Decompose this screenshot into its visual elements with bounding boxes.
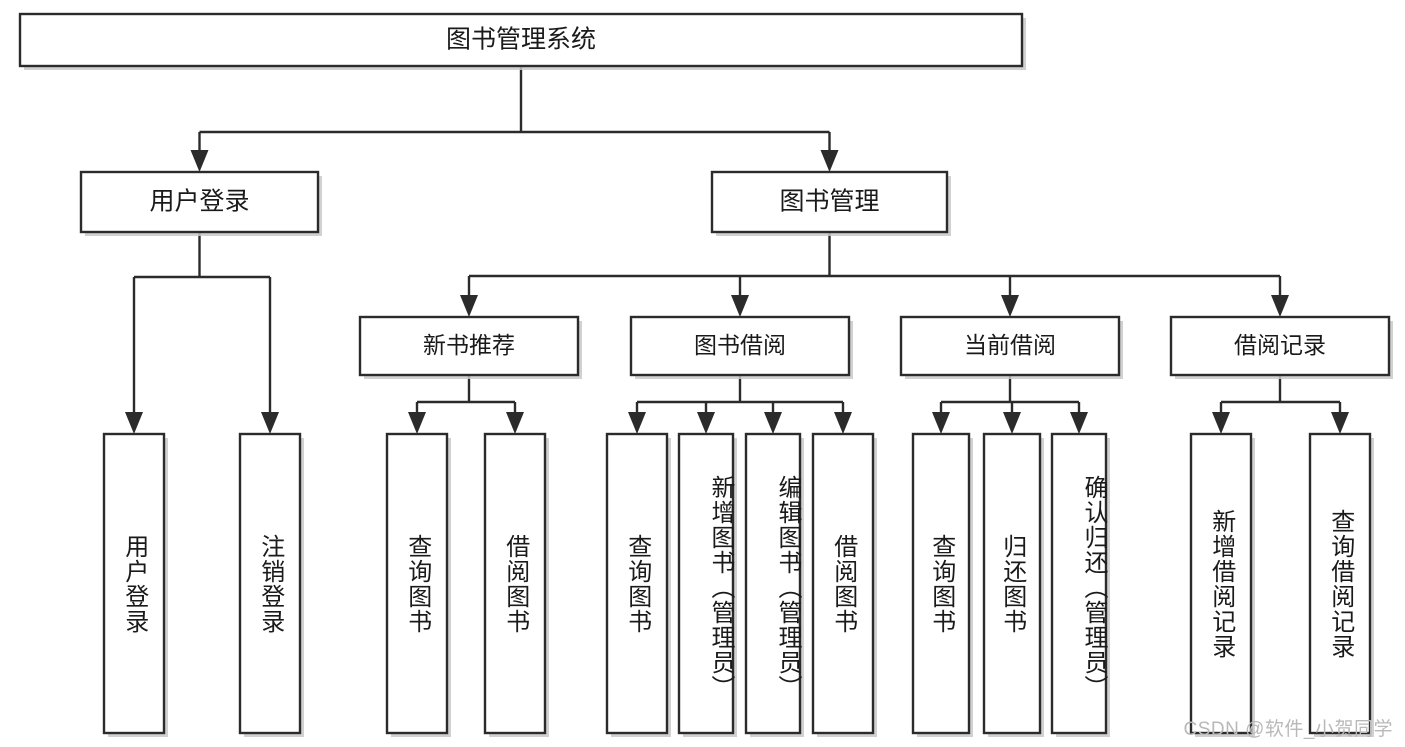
node-label: 图书管理系统 (446, 26, 596, 54)
node-rect[interactable] (483, 432, 547, 735)
node-current-borrow[interactable]: 当前借阅 (899, 315, 1123, 379)
node-new-book-recommend[interactable]: 新书推荐 (358, 315, 582, 379)
leaf-node[interactable] (744, 432, 804, 737)
node-label: 借阅记录 (1234, 332, 1326, 358)
connectors-root-to-level2 (190, 66, 839, 172)
node-label: 图书借阅 (694, 332, 786, 358)
node-rect[interactable] (911, 432, 971, 735)
node-rect[interactable] (710, 170, 949, 234)
arrow-head-icon (628, 412, 646, 434)
node-rect[interactable] (605, 432, 669, 735)
node-rect[interactable] (982, 432, 1042, 735)
arrow-head-icon (1003, 412, 1021, 434)
connectors-current-to-leaves (932, 375, 1088, 434)
node-book-manage[interactable]: 图书管理 (710, 170, 951, 236)
node-label: 图书管理 (779, 188, 879, 216)
node-rect[interactable] (811, 432, 875, 735)
arrow-head-icon (932, 412, 950, 434)
node-rect[interactable] (677, 432, 735, 735)
node-rect[interactable] (899, 315, 1121, 377)
leaf-node[interactable] (238, 432, 304, 737)
arrow-head-icon (834, 412, 852, 434)
leaf-node[interactable] (1050, 432, 1110, 737)
arrow-head-icon (820, 150, 839, 172)
arrow-head-icon (1070, 412, 1088, 434)
arrow-head-icon (261, 412, 279, 434)
arrow-head-icon (764, 412, 782, 434)
arrow-head-icon (408, 412, 426, 434)
node-user-login[interactable]: 用户登录 (79, 170, 322, 236)
node-rect[interactable] (629, 315, 851, 377)
node-rect[interactable] (79, 170, 320, 234)
arrow-head-icon (125, 412, 143, 434)
arrow-head-icon (1212, 412, 1230, 434)
leaf-node[interactable] (605, 432, 671, 737)
arrow-head-icon (1001, 295, 1019, 317)
leaf-node[interactable] (1308, 432, 1374, 737)
node-rect[interactable] (1308, 432, 1372, 735)
arrow-head-icon (731, 295, 749, 317)
leaf-node[interactable] (982, 432, 1044, 737)
arrow-head-icon (460, 295, 478, 317)
arrow-head-icon (1331, 412, 1349, 434)
connectors-newbook-to-leaves (408, 375, 524, 434)
connectors-borrow-to-leaves (628, 375, 852, 434)
node-rect[interactable] (1169, 315, 1391, 377)
leaf-node[interactable] (483, 432, 549, 737)
arrow-head-icon (506, 412, 524, 434)
node-borrow-record[interactable]: 借阅记录 (1169, 315, 1393, 379)
connectors-record-to-leaves (1212, 375, 1349, 434)
leaf-node[interactable] (1189, 432, 1255, 737)
connectors-userlogin-to-leaves (125, 232, 279, 434)
node-rect[interactable] (385, 432, 449, 735)
arrow-head-icon (697, 412, 715, 434)
node-rect[interactable] (18, 12, 1024, 68)
node-label: 用户登录 (149, 188, 249, 216)
arrow-head-icon (190, 150, 209, 172)
node-rect[interactable] (1050, 432, 1108, 735)
node-book-borrow[interactable]: 图书借阅 (629, 315, 853, 379)
node-rect[interactable] (1189, 432, 1253, 735)
leaf-node[interactable] (811, 432, 877, 737)
connectors-bookmanage-to-level3 (460, 232, 1289, 317)
node-rect[interactable] (744, 432, 802, 735)
node-rect[interactable] (102, 432, 166, 735)
leaf-node[interactable] (677, 432, 737, 737)
leaf-node[interactable] (911, 432, 973, 737)
node-label: 当前借阅 (964, 332, 1056, 358)
arrow-head-icon (1271, 295, 1289, 317)
node-rect[interactable] (358, 315, 580, 377)
node-root[interactable]: 图书管理系统 (18, 12, 1026, 70)
leaf-node[interactable] (102, 432, 168, 737)
node-label: 新书推荐 (423, 332, 515, 358)
leaf-node[interactable] (385, 432, 451, 737)
node-rect[interactable] (238, 432, 302, 735)
watermark-text: CSDN @软件_小贺同学 (1183, 719, 1393, 740)
